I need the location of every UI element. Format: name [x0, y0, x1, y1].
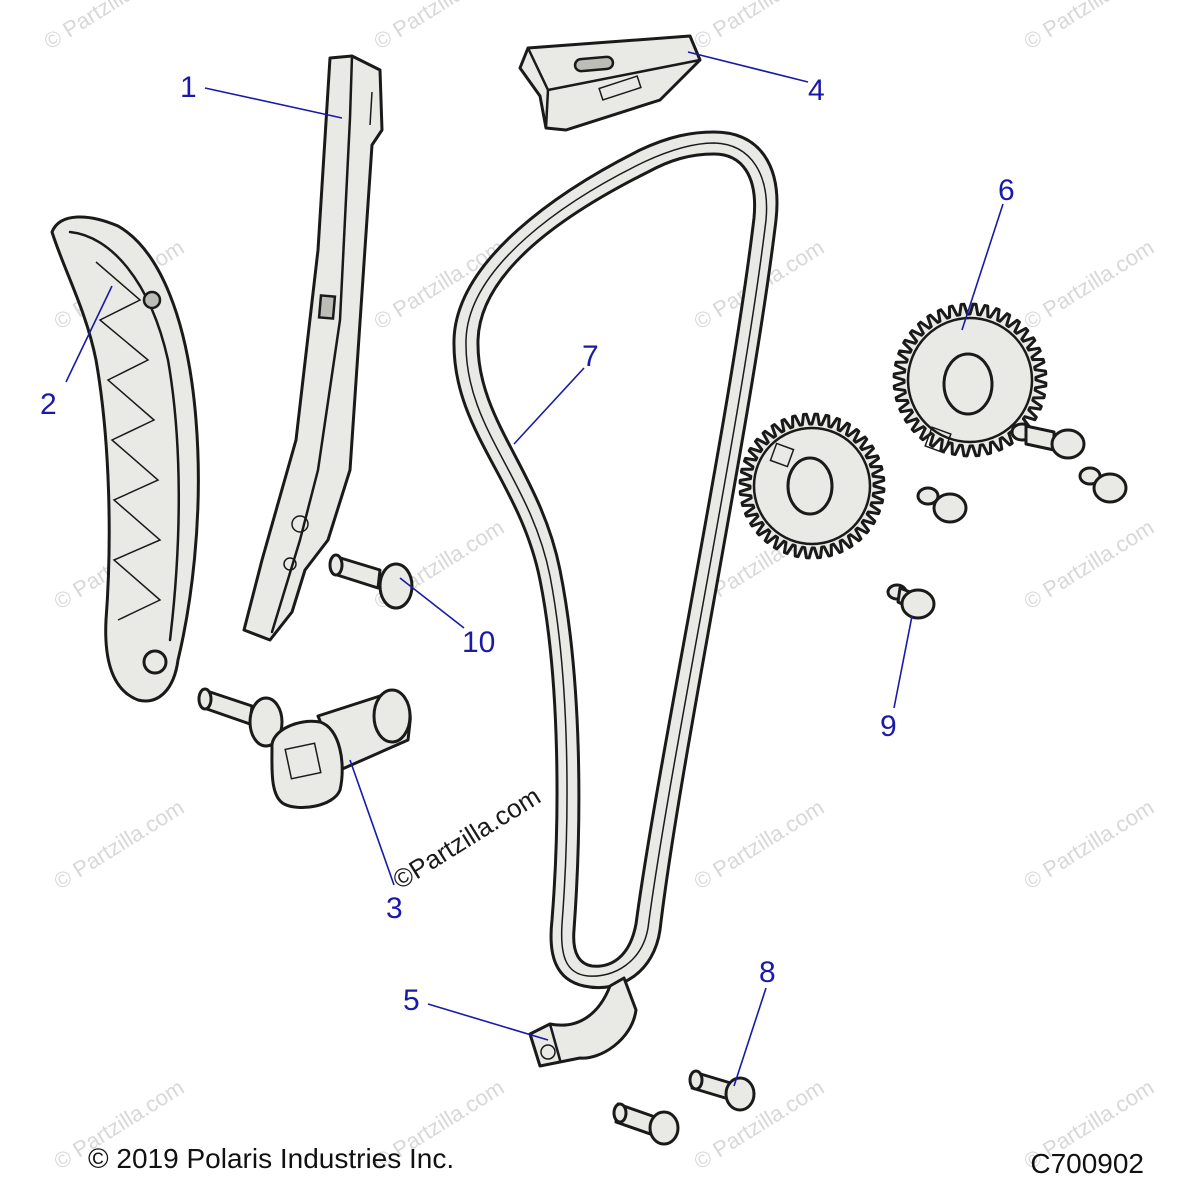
figure-code: C700902 [1030, 1148, 1144, 1179]
part-6-cam-sprocket-left[interactable] [738, 412, 886, 560]
callout-6: 6 [998, 174, 1015, 207]
callout-8: 8 [759, 956, 776, 989]
part-pin-bolt-lower[interactable] [197, 687, 284, 748]
watermark-repeat: © Partzilla.com [1019, 514, 1158, 614]
part-6-cam-sprocket-right[interactable] [892, 302, 1048, 458]
watermark-repeat: © Partzilla.com [369, 0, 508, 54]
callout-4: 4 [808, 74, 825, 107]
part-sprocket-bolt-c[interactable] [916, 486, 968, 524]
part-10-pin-bolt[interactable] [328, 553, 414, 610]
part-5-lower-guide[interactable] [528, 976, 638, 1068]
watermark-repeat: © Partzilla.com [1019, 234, 1158, 334]
watermark-main: ©Partzilla.com [387, 781, 545, 895]
part-9-flange-bolt[interactable] [886, 583, 936, 620]
watermark-repeat: © Partzilla.com [1019, 794, 1158, 894]
watermark-repeat: © Partzilla.com [689, 794, 828, 894]
part-3-tensioner-plunger[interactable] [270, 688, 412, 809]
watermark-repeat: © Partzilla.com [49, 794, 188, 894]
callout-10: 10 [462, 626, 495, 659]
part-bolt-lower[interactable] [612, 1102, 680, 1146]
copyright-text: © 2019 Polaris Industries Inc. [88, 1143, 455, 1174]
part-8-bolt[interactable] [688, 1069, 756, 1112]
part-4-guide-bracket[interactable] [518, 34, 702, 132]
part-2-tensioner-blade[interactable] [50, 215, 200, 703]
leader-lines [65, 51, 1004, 1087]
callout-9: 9 [880, 710, 897, 743]
watermark-repeat: © Partzilla.com [1019, 0, 1158, 54]
part-1-chain-guide[interactable] [242, 54, 384, 642]
watermark-repeat: © Partzilla.com [689, 0, 828, 54]
callout-2: 2 [40, 388, 57, 421]
callout-7: 7 [582, 340, 599, 373]
part-sprocket-bolt-b[interactable] [1078, 466, 1128, 504]
part-7-timing-chain[interactable] [452, 130, 779, 989]
watermark-repeat: © Partzilla.com [39, 0, 178, 54]
callout-5: 5 [403, 984, 420, 1017]
part-sprocket-bolt-a[interactable] [1010, 422, 1086, 460]
callout-3: 3 [386, 892, 403, 925]
callout-1: 1 [180, 71, 197, 104]
callout-labels: 1 2 3 4 5 6 7 8 9 10 [40, 71, 1015, 1017]
